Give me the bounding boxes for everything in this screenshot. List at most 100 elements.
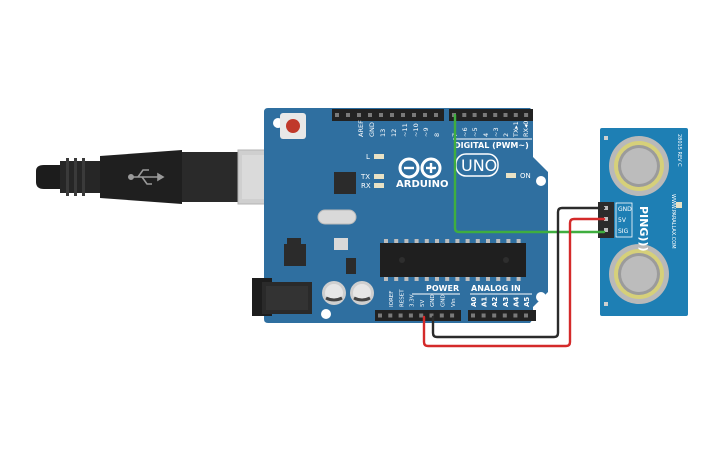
- power-pin-label: 5V: [420, 300, 426, 307]
- power-pin-label: IOREF: [389, 291, 395, 307]
- digital-pin-label: ~3: [492, 127, 500, 137]
- power-label: POWER: [426, 284, 459, 293]
- digital-pin-label: 4: [482, 133, 490, 137]
- header-pin-hole[interactable]: [408, 313, 413, 318]
- header-pin-hole[interactable]: [388, 313, 393, 318]
- header-pin-hole[interactable]: [493, 113, 498, 117]
- header-pin-hole[interactable]: [503, 113, 508, 117]
- transducer-top: [609, 136, 669, 196]
- model-badge: UNO: [455, 153, 499, 177]
- arduino-uno-board[interactable]: L TX RX ON ARDUINO UNO: [252, 108, 548, 323]
- reset-button[interactable]: [280, 113, 306, 139]
- digital-pin-label: ~11: [401, 123, 409, 137]
- header-pin-hole[interactable]: [378, 313, 382, 318]
- analog-pin-label: A4: [512, 297, 520, 307]
- analog-header[interactable]: [468, 310, 536, 321]
- arduino-logo-icon: [398, 157, 442, 179]
- sensor-model-label: PING))): [637, 206, 650, 251]
- header-pin-hole[interactable]: [481, 313, 486, 318]
- capacitor: [322, 281, 346, 305]
- header-pin-hole[interactable]: [439, 313, 444, 318]
- header-pin-hole[interactable]: [502, 313, 507, 318]
- analog-pin-label: A0: [470, 297, 478, 307]
- digital-pin-label: TX▸1: [512, 121, 520, 138]
- sensor-pin-5v: 5V: [618, 217, 627, 224]
- header-pin-hole[interactable]: [524, 313, 528, 318]
- header-pin-hole[interactable]: [390, 113, 394, 117]
- header-pin-hole[interactable]: [412, 113, 416, 117]
- digital-pin-label: ~6: [461, 127, 469, 137]
- header-pin-hole[interactable]: [492, 313, 497, 318]
- header-pin-hole[interactable]: [346, 113, 350, 117]
- usb-symbol-icon: [128, 169, 165, 185]
- digital-pin-label: 13: [379, 129, 387, 137]
- digital-pin-label: ~5: [471, 127, 479, 137]
- header-pin-hole[interactable]: [513, 313, 518, 318]
- signal-wire[interactable]: [453, 113, 606, 234]
- sensor-led: [676, 202, 682, 208]
- header-pin-hole[interactable]: [419, 313, 424, 318]
- power-pin-label: RESET: [399, 289, 405, 307]
- brand-name: ARDUINO: [396, 179, 448, 190]
- sensor-pin-header[interactable]: [598, 202, 614, 238]
- ping-ultrasonic-sensor[interactable]: GND 5V SIG PING))) WWW.PARALLAX.COM 2801…: [598, 128, 688, 316]
- digital-pin-label: 12: [390, 129, 398, 137]
- digital-header[interactable]: [332, 109, 533, 121]
- header-pin-hole[interactable]: [423, 113, 427, 117]
- analog-label: ANALOG IN: [471, 284, 521, 293]
- on-led-label: ON: [520, 172, 531, 180]
- power-pin-label: GND: [430, 294, 436, 307]
- crystal-oscillator: [317, 209, 357, 225]
- led-label-l: L: [366, 153, 370, 161]
- header-pin-hole[interactable]: [398, 313, 403, 318]
- usb-cable[interactable]: [36, 149, 279, 205]
- sensor-revision: 28015 REV C: [676, 134, 682, 167]
- analog-pin-label: A3: [502, 297, 510, 307]
- header-pin-hole[interactable]: [434, 113, 438, 117]
- ground-wire[interactable]: [431, 206, 606, 339]
- dc-power-jack[interactable]: [252, 278, 312, 316]
- led-label-rx: RX: [361, 182, 371, 190]
- analog-pin-label: A1: [481, 297, 489, 307]
- digital-pin-label: RX◂0: [522, 121, 530, 137]
- led-label-tx: TX: [360, 173, 370, 181]
- atmega328-chip: [380, 239, 526, 281]
- digital-pin-label: 8: [433, 133, 441, 137]
- capacitor: [350, 281, 374, 305]
- usb-interface-chip: [334, 172, 356, 194]
- header-pin-hole[interactable]: [335, 113, 339, 117]
- sensor-pin-sig: SIG: [618, 228, 629, 235]
- power-header[interactable]: [375, 310, 461, 321]
- header-pin-hole[interactable]: [472, 113, 477, 117]
- voltage-regulator: [284, 238, 306, 266]
- header-pin-hole[interactable]: [357, 113, 361, 117]
- sensor-pin-gnd: GND: [618, 206, 632, 213]
- header-pin-hole[interactable]: [524, 113, 529, 117]
- mounting-hole: [321, 309, 331, 319]
- header-pin-hole[interactable]: [513, 113, 518, 117]
- power-pin-label: GND: [441, 294, 447, 307]
- header-pin-hole[interactable]: [401, 113, 405, 117]
- header-pin-hole[interactable]: [429, 313, 434, 318]
- digital-pin-label: ~10: [412, 123, 420, 137]
- analog-pin-label: A5: [523, 297, 531, 307]
- mounting-hole: [536, 292, 546, 302]
- header-pin-hole[interactable]: [379, 113, 383, 117]
- wires: [422, 113, 606, 348]
- analog-pin-label: A2: [491, 297, 499, 307]
- header-pin-hole[interactable]: [450, 313, 455, 318]
- power-wire[interactable]: [422, 217, 606, 348]
- header-pin-hole[interactable]: [368, 113, 372, 117]
- header-pin-hole[interactable]: [462, 113, 467, 117]
- digital-header-label: DIGITAL (PWM~): [454, 141, 529, 150]
- transducer-bottom: [609, 244, 669, 304]
- digital-pin-label: 2: [502, 133, 510, 137]
- mounting-hole: [536, 176, 546, 186]
- header-pin-hole[interactable]: [471, 313, 475, 318]
- sensor-website: WWW.PARALLAX.COM: [670, 194, 676, 249]
- power-pin-label: Vin: [451, 298, 457, 307]
- digital-pin-label: GND: [368, 122, 376, 137]
- header-pin-hole[interactable]: [482, 113, 487, 117]
- svg-text:UNO: UNO: [461, 156, 497, 175]
